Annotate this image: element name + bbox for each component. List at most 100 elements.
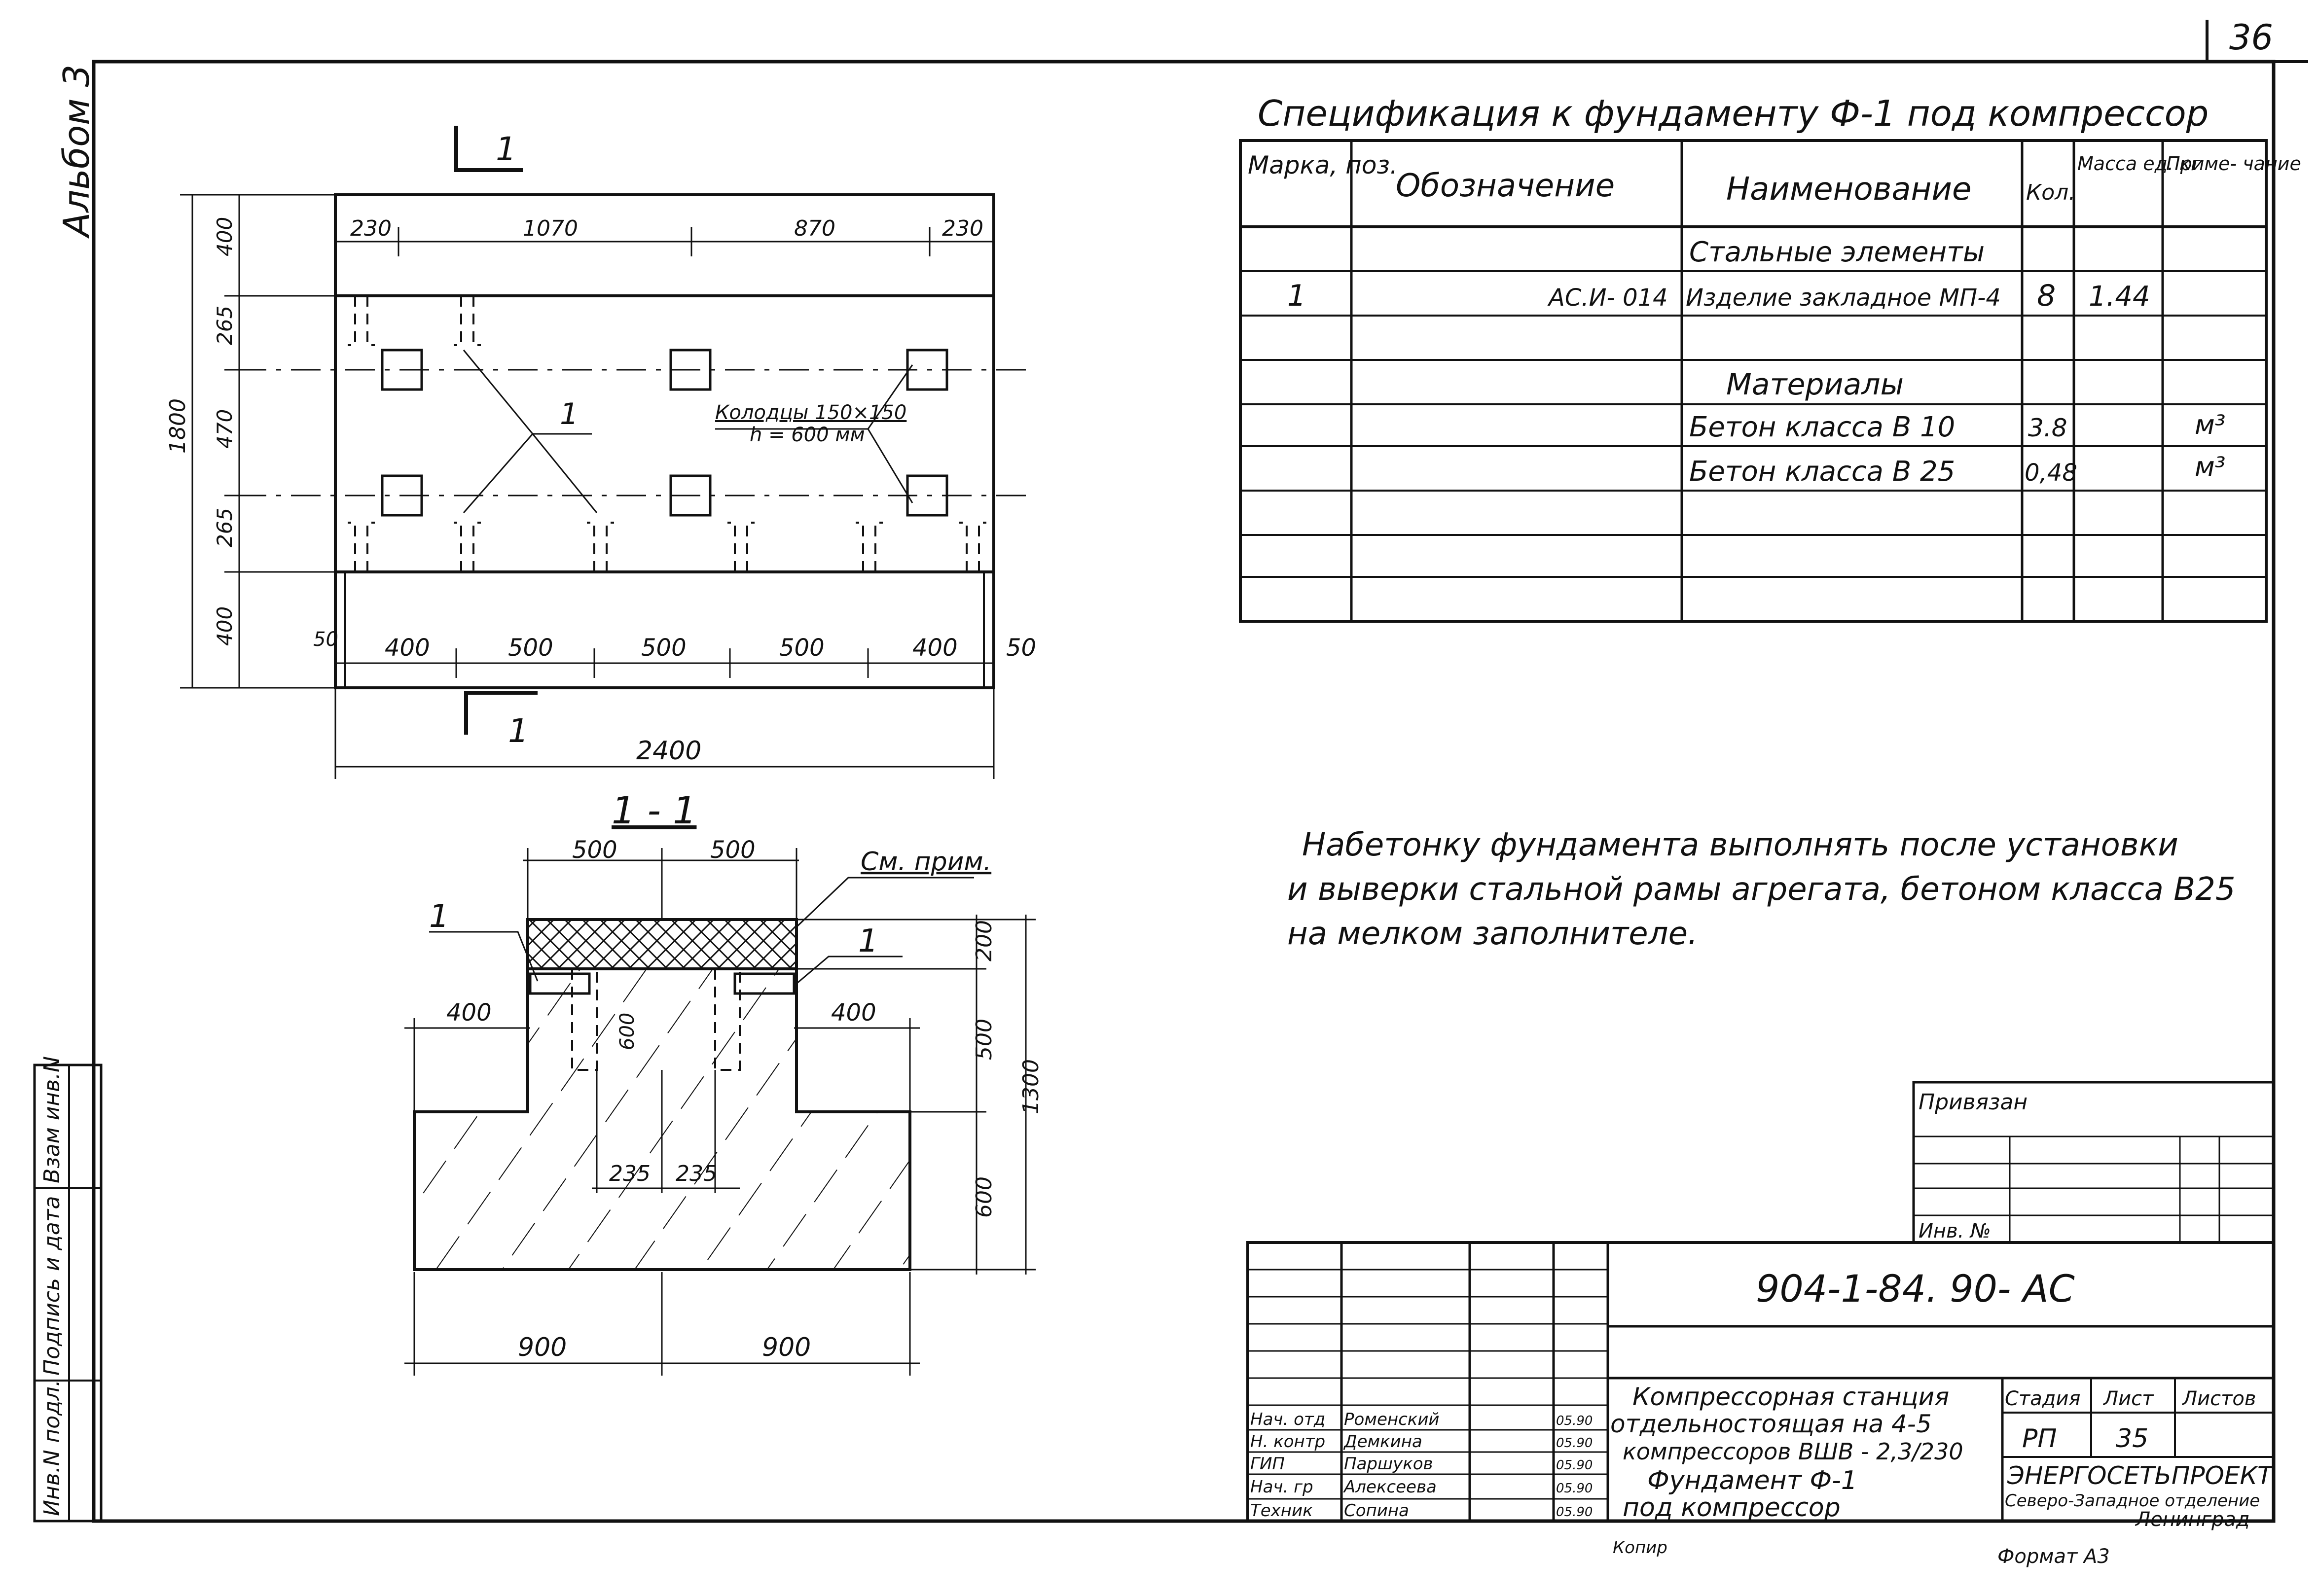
binding-inv-label: Инв. №	[1919, 1220, 1991, 1242]
binding-tied-label: Привязан	[1919, 1090, 2028, 1115]
plan-wells-note-1: Колодцы 150×150	[715, 401, 906, 424]
section-marker-right: 1	[858, 923, 878, 959]
signer-date: 05.90	[1556, 1458, 1593, 1473]
plan-bottom-dim-3: 500	[641, 634, 687, 662]
section-top-dim-2: 500	[710, 836, 756, 864]
section-inner-dim-2: 235	[676, 1161, 717, 1186]
spec-header-note: Приме- чание	[2166, 153, 2301, 175]
side-sign-date: Подпись и дата	[39, 1196, 65, 1376]
signer-date: 05.90	[1556, 1505, 1593, 1520]
plan-left-dim-2: 265	[213, 306, 237, 345]
org-city: Ленинград	[2135, 1508, 2250, 1531]
spec-row-5-qty: 3.8	[2028, 414, 2067, 442]
section-inner-dim-1: 235	[609, 1161, 651, 1186]
plan-section-mark-top: 1	[496, 130, 516, 168]
signer-role: Нач. гр	[1250, 1477, 1313, 1497]
page-number: 36	[2229, 17, 2273, 58]
note-line-1: Набетонку фундамента выполнять после уст…	[1302, 827, 2178, 863]
well	[906, 349, 948, 391]
spec-row-1-name: Стальные элементы	[1689, 236, 1985, 268]
plan-view	[180, 126, 1026, 779]
well	[669, 474, 712, 517]
plan-left-dim-4: 265	[213, 508, 237, 547]
section-right-dim-3: 600	[972, 1176, 997, 1218]
stage-value: РП	[2022, 1424, 2057, 1454]
signer-role: ГИП	[1250, 1454, 1285, 1474]
spec-row-2-name: Изделие закладное МП-4	[1686, 284, 2001, 312]
spec-title: Спецификация к фундаменту Ф-1 под компре…	[1258, 93, 2209, 134]
spec-row-4-name: Материалы	[1726, 367, 1904, 402]
plan-callout-marker: 1	[560, 397, 579, 431]
plan-overall-width: 2400	[636, 736, 701, 766]
sheet-title-1: Фундамент Ф-1	[1647, 1466, 1857, 1495]
note-line-3: на мелком заполнителе.	[1287, 916, 1698, 952]
project-line-3: компрессоров ВШВ - 2,3/230	[1623, 1438, 1963, 1465]
project-line-1: Компрессорная станция	[1632, 1383, 1949, 1411]
title-block	[1246, 1241, 2275, 1523]
sheet-value: 35	[2116, 1424, 2148, 1454]
section-bottom-dim-right: 900	[762, 1333, 811, 1362]
plan-left-dim-5: 400	[213, 606, 237, 646]
side-strip	[33, 1064, 103, 1523]
well	[669, 349, 712, 391]
plan-end-gap-right: 50	[1006, 634, 1036, 662]
plan-section-mark-bottom: 1	[508, 712, 529, 750]
side-replace-inv: Взам инв.N	[39, 1056, 65, 1183]
section-bottom-dim-left: 900	[518, 1333, 567, 1362]
doc-code: 904-1-84. 90- АС	[1756, 1267, 2075, 1311]
spec-row-6-note: м³	[2195, 451, 2225, 482]
spec-row-2-qty: 8	[2037, 279, 2056, 313]
section-well-depth: 600	[616, 1013, 639, 1050]
plan-bottom-dim-1: 400	[385, 634, 430, 662]
stage-header: Стадия	[2005, 1387, 2080, 1410]
spec-header-pos: Марка, поз.	[1248, 151, 1398, 179]
side-inv-orig: Инв.N подл.	[39, 1380, 65, 1516]
spec-header-designation: Обозначение	[1396, 168, 1615, 204]
spec-table	[1239, 139, 2268, 623]
signer-name: Алексеева	[1343, 1477, 1437, 1497]
sheet-header: Лист	[2102, 1387, 2154, 1410]
copied-label: Копир	[1613, 1538, 1667, 1558]
sheets-header: Листов	[2181, 1387, 2256, 1410]
section-shelf-dim-left: 400	[446, 999, 492, 1027]
plan-left-dim-3: 470	[213, 409, 237, 449]
plan-wells-note-2: h = 600 мм	[750, 424, 865, 446]
spec-row-2-designation: АС.И- 014	[1547, 284, 1668, 312]
signer-name: Сопина	[1344, 1501, 1409, 1521]
section-top-dim-1: 500	[572, 836, 617, 864]
signer-date: 05.90	[1556, 1436, 1593, 1451]
plan-overall-height: 1800	[165, 398, 190, 454]
section-note-ref: См. прим.	[861, 847, 991, 877]
section-right-dim-1: 200	[972, 920, 997, 961]
plan-left-dim-1: 400	[213, 217, 237, 256]
signers-table: Нач. отд Роменский 05.90 Н. контр Демкин…	[1250, 1410, 1593, 1521]
section-right-total: 1300	[1018, 1059, 1044, 1114]
signer-name: Демкина	[1343, 1432, 1422, 1452]
org-name: ЭНЕРГОСЕТЬПРОЕКТ	[2007, 1461, 2274, 1490]
signer-date: 05.90	[1556, 1414, 1593, 1428]
album-label: Альбом 3	[56, 65, 97, 239]
plan-bottom-dim-5: 400	[912, 634, 958, 662]
spec-header-mass: Масса ед. кг	[2077, 153, 2201, 175]
well	[381, 474, 423, 517]
signer-role: Нач. отд	[1250, 1410, 1325, 1429]
note-line-2: и выверки стальной рамы агрегата, бетоно…	[1287, 871, 2236, 908]
plan-top-dim-4: 230	[942, 216, 983, 241]
plan-end-gap-left: 50	[313, 628, 338, 651]
spec-row-5-note: м³	[2195, 409, 2225, 440]
spec-header-qty: Кол.	[2026, 180, 2075, 205]
section-right-dim-2: 500	[972, 1019, 997, 1060]
signer-role: Н. контр	[1250, 1432, 1325, 1452]
spec-row-2-mass: 1.44	[2089, 281, 2150, 313]
well	[381, 349, 423, 391]
section-view	[404, 848, 1036, 1376]
project-line-2: отдельностоящая на 4-5	[1610, 1410, 1932, 1438]
section-title: 1 - 1	[612, 788, 696, 832]
spec-row-2-pos: 1	[1287, 279, 1306, 313]
org-branch: Северо-Западное отделение	[2005, 1491, 2260, 1511]
spec-row-6-name: Бетон класса В 25	[1689, 456, 1955, 488]
signer-date: 05.90	[1556, 1481, 1593, 1496]
spec-row-5-name: Бетон класса В 10	[1689, 411, 1955, 443]
